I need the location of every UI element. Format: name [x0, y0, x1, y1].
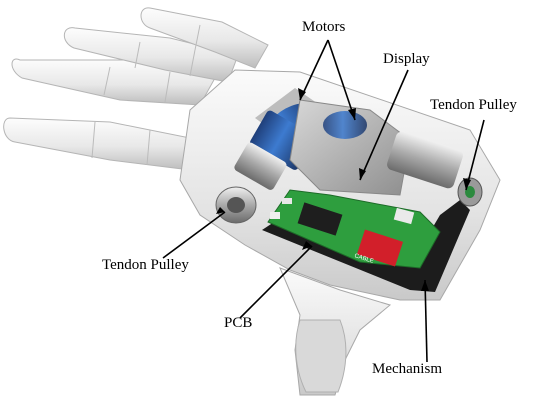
arrow-motors-left [299, 39, 329, 101]
motor-right [387, 131, 483, 207]
label-pcb: PCB [224, 315, 253, 331]
finger-little [3, 117, 201, 171]
arrow-pcb [239, 245, 313, 319]
arrow-tendon-pulley-right [465, 119, 485, 191]
arrow-motors-right [327, 39, 356, 121]
pcb-chip-label: CABLE [354, 253, 375, 265]
label-tendon-pulley-left: Tendon Pulley [102, 257, 189, 273]
arrow-display [359, 69, 409, 181]
arrow-mechanism [424, 279, 428, 363]
arrow-tendon-pulley-left [162, 211, 226, 259]
annotation-arrows [162, 39, 485, 363]
label-motors: Motors [302, 19, 346, 35]
label-display: Display [383, 51, 430, 67]
display-unit [289, 99, 411, 196]
finger-middle [63, 27, 239, 83]
pcb-chip [356, 229, 404, 267]
label-mechanism: Mechanism [372, 361, 442, 377]
label-tendon-pulley-right: Tendon Pulley [430, 97, 517, 113]
arrow-heads [216, 88, 471, 291]
finger-ring [140, 7, 269, 69]
finger-index [11, 58, 216, 106]
